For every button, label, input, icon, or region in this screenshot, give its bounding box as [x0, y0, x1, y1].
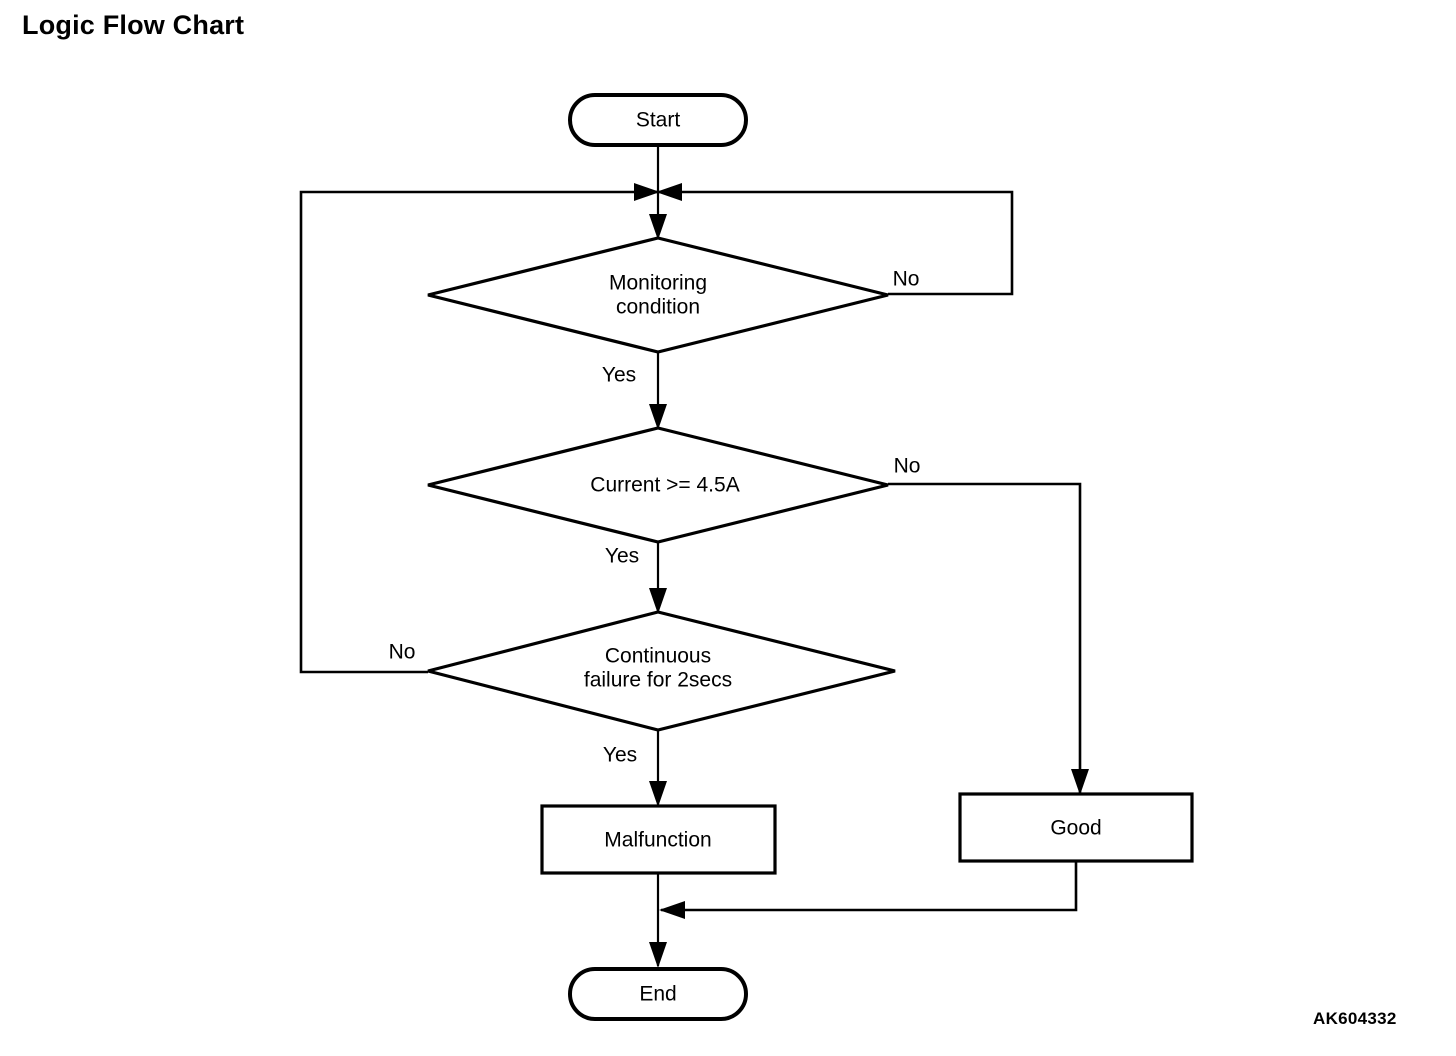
- node-current-threshold[interactable]: [427, 426, 889, 544]
- node-continuous-failure[interactable]: [427, 610, 896, 732]
- connector-continuous-no-feedback: [299, 190, 658, 674]
- node-good-label: Good: [1050, 817, 1101, 840]
- arrowhead-good-join: [659, 901, 685, 919]
- connector-current-no-to-good: [888, 482, 1082, 793]
- node-start-label: Start: [636, 109, 681, 132]
- node-malfunction[interactable]: [540, 804, 777, 875]
- connector-monitoring-no-feedback: [658, 190, 1014, 296]
- arrowhead-into-good: [1071, 769, 1089, 795]
- node-continuous-failure-label-line2: failure for 2secs: [584, 669, 732, 692]
- arrowhead-into-end: [649, 942, 667, 968]
- edge-label-monitoring-yes: Yes: [602, 364, 636, 387]
- edge-label-continuous-no: No: [389, 641, 416, 664]
- connector-good-to-end: [661, 861, 1078, 912]
- arrowhead-into-continuous: [649, 588, 667, 614]
- node-end-label: End: [639, 983, 676, 1006]
- edge-label-current-yes: Yes: [605, 545, 639, 568]
- edge-label-continuous-yes: Yes: [603, 744, 637, 767]
- arrowhead-merge-from-left: [634, 183, 660, 201]
- node-monitoring-condition-label-line1: Monitoring: [609, 272, 707, 295]
- edge-label-monitoring-no: No: [893, 268, 920, 291]
- node-continuous-failure-label-line1: Continuous: [605, 645, 711, 668]
- arrowhead-into-monitoring: [649, 214, 667, 240]
- node-malfunction-label: Malfunction: [604, 829, 711, 852]
- node-monitoring-condition[interactable]: [427, 236, 889, 354]
- edge-label-current-no: No: [894, 455, 921, 478]
- node-good[interactable]: [958, 792, 1194, 863]
- arrowhead-into-malfunction: [649, 781, 667, 807]
- figure-code: AK604332: [1313, 1009, 1397, 1028]
- node-monitoring-condition-label-line2: condition: [616, 296, 700, 319]
- arrowhead-merge-from-right: [656, 183, 682, 201]
- page-title: Logic Flow Chart: [22, 10, 245, 40]
- node-start[interactable]: [568, 93, 748, 147]
- node-end[interactable]: [568, 967, 748, 1021]
- node-current-threshold-label: Current >= 4.5A: [590, 474, 739, 497]
- arrowhead-into-current: [649, 404, 667, 430]
